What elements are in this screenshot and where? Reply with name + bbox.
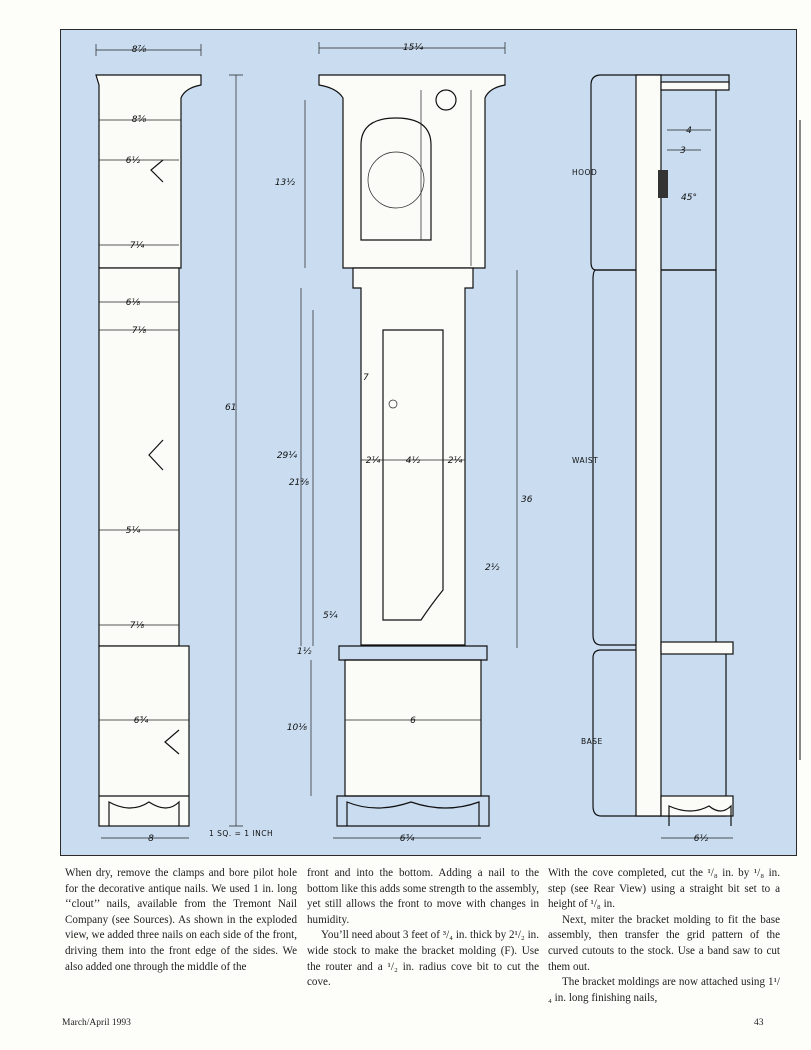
text-column-2: front and into the bottom. Adding a nail…	[307, 866, 539, 991]
rear-bottom-width: 6½	[694, 834, 709, 844]
paragraph: front and into the bottom. Adding a nail…	[307, 867, 539, 926]
label-base: BASE	[581, 737, 603, 746]
text-column-1: When dry, remove the clamps and bore pil…	[65, 866, 297, 975]
paragraph: When dry, remove the clamps and bore pil…	[65, 867, 297, 973]
front-door-height: 36	[521, 495, 533, 505]
rear-top-dim: 4	[686, 126, 692, 136]
paragraph: With the cove completed, cut the ¹/₈ in.…	[548, 867, 780, 911]
side-bottom-width: 8	[148, 834, 154, 844]
front-total-height: 29¼	[277, 451, 297, 461]
front-hood-height: 13½	[275, 178, 295, 188]
front-waist-height: 21⅜	[289, 478, 309, 488]
front-waist-inner: 4½	[406, 456, 421, 466]
side-dim-6: 5¼	[126, 526, 141, 536]
front-waist-margin-left: 2¼	[366, 456, 381, 466]
issue-date: March/April 1993	[62, 1018, 131, 1028]
side-dim-3: 7¼	[130, 241, 145, 251]
front-dim-2-2: 2½	[485, 563, 500, 573]
side-dim-8: 6¾	[134, 716, 149, 726]
label-waist: WAIST	[572, 456, 598, 465]
front-view: 15¼ 13½ 29¼ 21⅜ 10⅛ 2¼ 4½ 2¼ 6 6³⁄₄ 36 7…	[275, 42, 533, 844]
side-dim-5: 7⅛	[132, 326, 147, 336]
side-dim-4: 6⅛	[126, 298, 141, 308]
front-dim-7: 7	[363, 373, 369, 383]
front-dim-1-2: 1½	[297, 647, 312, 657]
side-dim-2: 6½	[126, 156, 141, 166]
drawing-svg: 8⁷⁄₈ 8³⁄₈ 6½ 7¼ 6⅛ 7⅛ 5¼ 7⅛ 6¾ 8 61 1 SQ…	[95, 42, 734, 844]
rear-view: 4 3 45° 6½ HOOD WAIST BASE	[572, 74, 734, 844]
paragraph: You’ll need about 3 feet of ³/₄ in. thic…	[307, 929, 539, 989]
page-number: 43	[754, 1018, 764, 1028]
paragraph: Next, miter the bracket molding to fit t…	[548, 913, 780, 973]
clock-plan-drawing: 8⁷⁄₈ 8³⁄₈ 6½ 7¼ 6⅛ 7⅛ 5¼ 7⅛ 6¾ 8 61 1 SQ…	[60, 29, 797, 856]
front-base-height: 10⅛	[287, 723, 307, 733]
rear-angle: 45°	[681, 193, 697, 203]
side-dim-7: 7⅛	[130, 621, 145, 631]
front-dim-5-4: 5¼	[323, 611, 338, 621]
scale-note: 1 SQ. = 1 INCH	[209, 829, 273, 838]
label-hood: HOOD	[572, 168, 597, 177]
side-view: 8⁷⁄₈ 8³⁄₈ 6½ 7¼ 6⅛ 7⅛ 5¼ 7⅛ 6¾ 8 61 1 SQ…	[95, 44, 273, 844]
rear-mid-dim: 3	[680, 146, 686, 156]
side-top-width: 8⁷⁄₈	[132, 45, 147, 55]
paragraph: The bracket moldings are now attached us…	[548, 976, 780, 1004]
side-overall-height: 61	[225, 403, 236, 413]
front-bottom-width: 6³⁄₄	[400, 834, 415, 844]
front-base-width: 6	[410, 716, 416, 726]
side-dim-1: 8³⁄₈	[132, 115, 147, 125]
front-top-width: 15¼	[403, 43, 423, 53]
text-column-3: With the cove completed, cut the ¹/₈ in.…	[548, 866, 780, 1006]
page-edge-shadow	[799, 120, 801, 760]
front-waist-margin-right: 2¼	[448, 456, 463, 466]
